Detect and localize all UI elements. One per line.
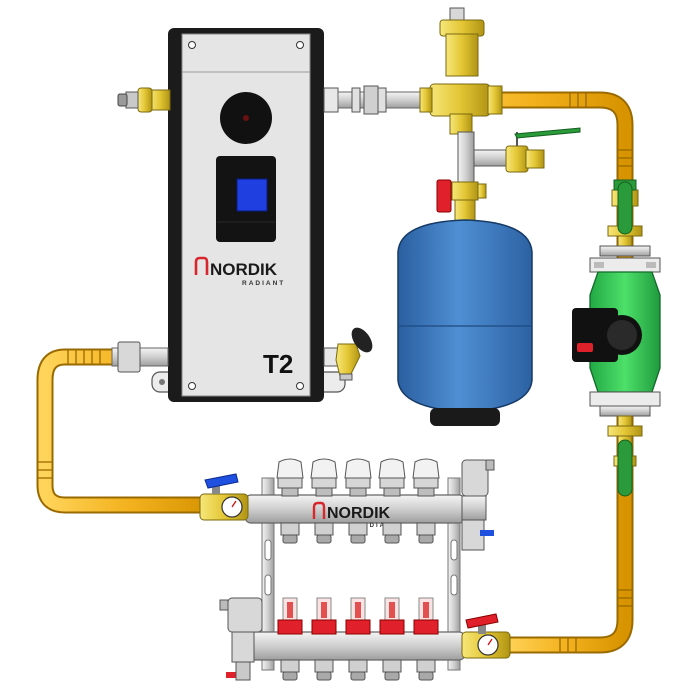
loop-flowmeter-red-cap	[345, 619, 371, 635]
loop-outlet-supply	[348, 522, 368, 536]
loop-outlet-supply	[280, 522, 300, 536]
loop-actuator-cap	[276, 458, 304, 479]
loop-actuator-cap	[378, 458, 406, 479]
loop-flowmeter-float	[287, 602, 293, 618]
loop-actuator-base	[417, 487, 435, 497]
supply-return-piping	[36, 91, 634, 654]
loop-actuator-cap	[412, 458, 440, 479]
manifold-return-loops	[277, 597, 439, 681]
loop-outlet-nut	[384, 534, 400, 544]
vent-red-cap	[226, 672, 236, 678]
loop-outlet-nut	[282, 534, 298, 544]
manifold-supply-inlet	[199, 473, 249, 521]
nordik-n-logo-icon	[194, 256, 209, 275]
pipe-right-return	[505, 410, 634, 654]
boiler-drain-valve	[323, 327, 373, 381]
blue-valve-handle	[204, 473, 239, 489]
loop-actuator-collar	[277, 477, 303, 489]
boiler-brand-text: NORDIK	[210, 260, 278, 279]
pump-upper-green-handle	[617, 181, 633, 235]
manifold-return-vent	[219, 597, 263, 681]
drain-valve-handle	[351, 327, 373, 353]
manifold-return-header	[244, 631, 466, 661]
boiler-model-badge: T2	[263, 349, 293, 379]
expansion-tank	[397, 219, 533, 413]
loop-actuator-cap	[344, 458, 372, 479]
loop-outlet-nut	[418, 534, 434, 544]
boiler-nordik-logo: NORDIK RADIANT	[194, 256, 285, 287]
loop-flowmeter-red-cap	[311, 619, 337, 635]
manifold-return-outlet	[461, 613, 511, 659]
pump-bottom-flange	[589, 391, 661, 407]
pump-indicator	[577, 343, 593, 352]
manifold-supply-loops	[276, 458, 440, 544]
manifold-supply-vent	[461, 459, 495, 551]
vent-blue-cap	[480, 530, 494, 536]
boiler-screws	[188, 41, 304, 390]
loop-flowmeter-red-cap	[379, 619, 405, 635]
manifold-brand-subtext: RADIANT	[357, 523, 398, 529]
loop-outlet-nut	[282, 671, 298, 681]
loop-outlet-nut	[418, 671, 434, 681]
boiler-outlet-stub	[323, 87, 339, 113]
loop-outlet-nut	[384, 671, 400, 681]
loop-outlet-return	[348, 659, 368, 673]
boiler-relief-valve	[117, 87, 171, 113]
boiler-display	[236, 178, 268, 212]
loop-outlet-supply	[382, 522, 402, 536]
loop-actuator-base	[383, 487, 401, 497]
loop-flowmeter-float	[355, 602, 361, 618]
fill-valve	[457, 127, 581, 183]
loop-outlet-return	[382, 659, 402, 673]
pipe-flex-rings	[37, 92, 633, 653]
loop-outlet-nut	[350, 534, 366, 544]
manifold-rail-right	[447, 477, 461, 671]
circulator-pump	[572, 179, 661, 497]
manifold-rail-left	[261, 477, 275, 671]
loop-outlet-nut	[350, 671, 366, 681]
loop-actuator-collar	[413, 477, 439, 489]
radiant-manifold: NORDIK RADIANT	[199, 458, 511, 681]
electric-boiler: NORDIK RADIANT T2	[151, 28, 346, 402]
manifold-brand-text: NORDIK	[327, 505, 391, 522]
loop-outlet-nut	[316, 534, 332, 544]
boiler-brand-subtext: RADIANT	[242, 280, 285, 287]
loop-outlet-return	[416, 659, 436, 673]
loop-actuator-collar	[345, 477, 371, 489]
loop-actuator-collar	[311, 477, 337, 489]
green-valve-handle	[514, 127, 581, 139]
loop-actuator-collar	[379, 477, 405, 489]
expansion-tank-assembly	[397, 179, 533, 426]
loop-flowmeter-float	[321, 602, 327, 618]
loop-outlet-return	[314, 659, 334, 673]
nordik-n-logo-icon	[312, 501, 326, 519]
loop-outlet-nut	[316, 671, 332, 681]
loop-flowmeter-float	[423, 602, 429, 618]
air-separator	[419, 7, 503, 135]
loop-actuator-base	[281, 487, 299, 497]
loop-outlet-supply	[416, 522, 436, 536]
boiler-return-pipe	[111, 341, 169, 373]
loop-actuator-base	[349, 487, 367, 497]
boiler-outlet-pipe	[337, 85, 439, 115]
loop-outlet-return	[280, 659, 300, 673]
loop-flowmeter-red-cap	[413, 619, 439, 635]
loop-actuator-cap	[310, 458, 338, 479]
manifold-nordik-logo: NORDIK RADIANT	[312, 501, 398, 529]
red-valve-handle	[436, 179, 452, 213]
loop-flowmeter-red-cap	[277, 619, 303, 635]
loop-actuator-base	[315, 487, 333, 497]
pump-lower-green-handle	[617, 439, 633, 497]
loop-flowmeter-float	[389, 602, 395, 618]
red-valve-handle	[465, 613, 499, 629]
loop-outlet-supply	[314, 522, 334, 536]
